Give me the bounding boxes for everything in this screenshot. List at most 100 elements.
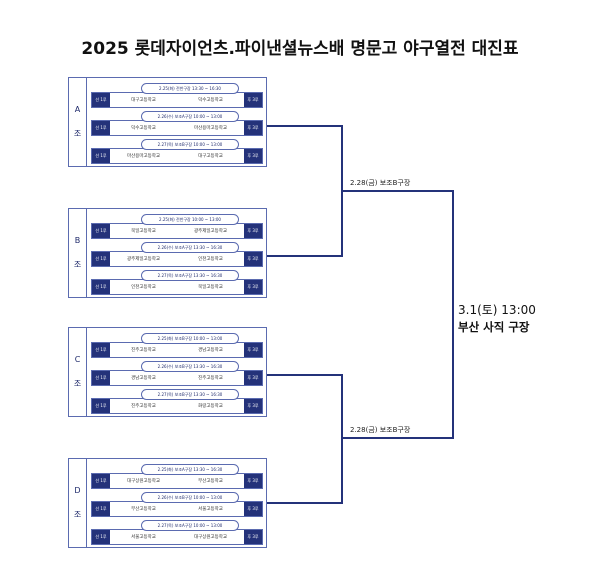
- away-team: 덕수고등학교: [198, 98, 223, 103]
- match-schedule: 2.27(목) 보조B구장 13:30 ~ 16:30: [141, 389, 239, 400]
- side-third-badge: 후 3루: [244, 280, 262, 294]
- home-team: 마산용마고등학교: [126, 154, 161, 159]
- match-schedule: 2.25(화) 전반구장 13:30 ~ 16:30: [141, 83, 239, 94]
- match-row: 선 1루 인천고등학교 북일고등학교 후 3루: [91, 279, 263, 295]
- group-c-label: C 조: [69, 328, 87, 416]
- away-team: 진주고등학교: [198, 376, 223, 381]
- side-first-badge: 선 1루: [92, 399, 110, 413]
- group-letter: A: [74, 105, 81, 114]
- group-b-box: B 조 선 1루 북일고등학교 광주제일고등학교 후 3루 2.25(화) 전반…: [68, 208, 267, 298]
- side-first-badge: 선 1루: [92, 474, 110, 488]
- bracket-line-c: [267, 374, 342, 376]
- match-schedule: 2.27(목) 보조A구장 10:00 ~ 13:00: [141, 520, 239, 531]
- side-first-badge: 선 1루: [92, 224, 110, 238]
- away-team: 인천고등학교: [198, 257, 223, 262]
- bracket-line-cd-vertical: [341, 374, 343, 504]
- match-card: 선 1루 부산고등학교 서울고등학교 후 3루 2.26(수) 보조B구장 10…: [91, 492, 263, 517]
- home-team: 광주제일고등학교: [126, 257, 161, 262]
- match-row: 선 1루 진주고등학교 화랑고등학교 후 3루: [91, 398, 263, 414]
- match-card: 선 1루 덕수고등학교 마산용마고등학교 후 3루 2.26(수) 보조A구장 …: [91, 111, 263, 136]
- side-third-badge: 후 3루: [244, 224, 262, 238]
- match-card: 선 1루 진주고등학교 경남고등학교 후 3루 2.25(화) 보조B구장 10…: [91, 333, 263, 358]
- away-team: 대구상원고등학교: [193, 535, 228, 540]
- group-b-label: B 조: [69, 209, 87, 297]
- match-card: 선 1루 마산용마고등학교 대구고등학교 후 3루 2.27(목) 보조B구장 …: [91, 139, 263, 164]
- final-venue: 부산 사직 구장: [458, 320, 530, 334]
- side-third-badge: 후 3루: [244, 502, 262, 516]
- home-team: 북일고등학교: [131, 229, 156, 234]
- match-card: 선 1루 대구상원고등학교 부산고등학교 후 3루 2.25(화) 보조A구장 …: [91, 464, 263, 489]
- semifinal-2-label: 2.28(금) 보조B구장: [350, 426, 411, 434]
- side-first-badge: 선 1루: [92, 530, 110, 544]
- final-time: 3.1(토) 13:00: [458, 303, 536, 317]
- match-card: 선 1루 경남고등학교 진주고등학교 후 3루 2.26(수) 보조B구장 13…: [91, 361, 263, 386]
- group-jo: 조: [73, 260, 82, 269]
- page-title: 2025 롯데자이언츠.파이낸셜뉴스배 명문고 야구열전 대진표: [81, 39, 519, 59]
- group-jo: 조: [73, 510, 82, 519]
- side-third-badge: 후 3루: [244, 252, 262, 266]
- match-schedule: 2.26(수) 보조A구장 10:00 ~ 13:00: [141, 111, 239, 122]
- home-team: 경남고등학교: [131, 376, 156, 381]
- side-first-badge: 선 1루: [92, 149, 110, 163]
- home-team: 진주고등학교: [131, 348, 156, 353]
- away-team: 마산용마고등학교: [193, 126, 228, 131]
- side-first-badge: 선 1루: [92, 371, 110, 385]
- away-team: 부산고등학교: [198, 479, 223, 484]
- away-team: 서울고등학교: [198, 507, 223, 512]
- side-third-badge: 후 3루: [244, 530, 262, 544]
- away-team: 북일고등학교: [198, 285, 223, 290]
- match-row: 선 1루 진주고등학교 경남고등학교 후 3루: [91, 342, 263, 358]
- bracket-line-a: [267, 125, 342, 127]
- side-third-badge: 후 3루: [244, 121, 262, 135]
- match-row: 선 1루 덕수고등학교 마산용마고등학교 후 3루: [91, 120, 263, 136]
- bracket-line-semi-1: [342, 190, 454, 192]
- side-first-badge: 선 1루: [92, 502, 110, 516]
- group-d-box: D 조 선 1루 대구상원고등학교 부산고등학교 후 3루 2.25(화) 보조…: [68, 458, 267, 548]
- side-third-badge: 후 3루: [244, 149, 262, 163]
- side-first-badge: 선 1루: [92, 280, 110, 294]
- match-schedule: 2.26(수) 보조A구장 13:30 ~ 16:30: [141, 242, 239, 253]
- away-team: 경남고등학교: [198, 348, 223, 353]
- match-row: 선 1루 마산용마고등학교 대구고등학교 후 3루: [91, 148, 263, 164]
- match-schedule: 2.27(목) 보조A구장 13:30 ~ 16:30: [141, 270, 239, 281]
- match-card: 선 1루 인천고등학교 북일고등학교 후 3루 2.27(목) 보조A구장 13…: [91, 270, 263, 295]
- group-letter: C: [74, 355, 81, 364]
- side-first-badge: 선 1루: [92, 252, 110, 266]
- bracket-line-d: [267, 502, 342, 504]
- match-row: 선 1루 광주제일고등학교 인천고등학교 후 3루: [91, 251, 263, 267]
- away-team: 화랑고등학교: [198, 404, 223, 409]
- semifinal-1-label: 2.28(금) 보조B구장: [350, 179, 411, 187]
- bracket-line-final: [452, 190, 454, 439]
- group-c-box: C 조 선 1루 진주고등학교 경남고등학교 후 3루 2.25(화) 보조B구…: [68, 327, 267, 417]
- match-card: 선 1루 서울고등학교 대구상원고등학교 후 3루 2.27(목) 보조A구장 …: [91, 520, 263, 545]
- match-schedule: 2.25(화) 보조B구장 10:00 ~ 13:00: [141, 333, 239, 344]
- home-team: 부산고등학교: [131, 507, 156, 512]
- match-schedule: 2.25(화) 보조A구장 13:30 ~ 16:30: [141, 464, 239, 475]
- bracket-line-semi-2: [342, 437, 454, 439]
- match-card: 선 1루 대구고등학교 덕수고등학교 후 3루 2.25(화) 전반구장 13:…: [91, 83, 263, 108]
- side-third-badge: 후 3루: [244, 343, 262, 357]
- match-card: 선 1루 광주제일고등학교 인천고등학교 후 3루 2.26(수) 보조A구장 …: [91, 242, 263, 267]
- match-row: 선 1루 북일고등학교 광주제일고등학교 후 3루: [91, 223, 263, 239]
- home-team: 서울고등학교: [131, 535, 156, 540]
- group-a-label: A 조: [69, 78, 87, 166]
- group-a-box: A 조 선 1루 대구고등학교 덕수고등학교 후 3루 2.25(화) 전반구장…: [68, 77, 267, 167]
- side-third-badge: 후 3루: [244, 371, 262, 385]
- home-team: 덕수고등학교: [131, 126, 156, 131]
- match-schedule: 2.26(수) 보조B구장 10:00 ~ 13:00: [141, 492, 239, 503]
- match-row: 선 1루 부산고등학교 서울고등학교 후 3루: [91, 501, 263, 517]
- side-third-badge: 후 3루: [244, 399, 262, 413]
- group-letter: B: [74, 236, 81, 245]
- side-first-badge: 선 1루: [92, 121, 110, 135]
- match-schedule: 2.27(목) 보조B구장 10:00 ~ 13:00: [141, 139, 239, 150]
- home-team: 대구상원고등학교: [126, 479, 161, 484]
- match-row: 선 1루 경남고등학교 진주고등학교 후 3루: [91, 370, 263, 386]
- match-card: 선 1루 북일고등학교 광주제일고등학교 후 3루 2.25(화) 전반구장 1…: [91, 214, 263, 239]
- match-row: 선 1루 대구상원고등학교 부산고등학교 후 3루: [91, 473, 263, 489]
- home-team: 인천고등학교: [131, 285, 156, 290]
- away-team: 광주제일고등학교: [193, 229, 228, 234]
- home-team: 진주고등학교: [131, 404, 156, 409]
- match-row: 선 1루 서울고등학교 대구상원고등학교 후 3루: [91, 529, 263, 545]
- home-team: 대구고등학교: [131, 98, 156, 103]
- bracket-line-b: [267, 255, 342, 257]
